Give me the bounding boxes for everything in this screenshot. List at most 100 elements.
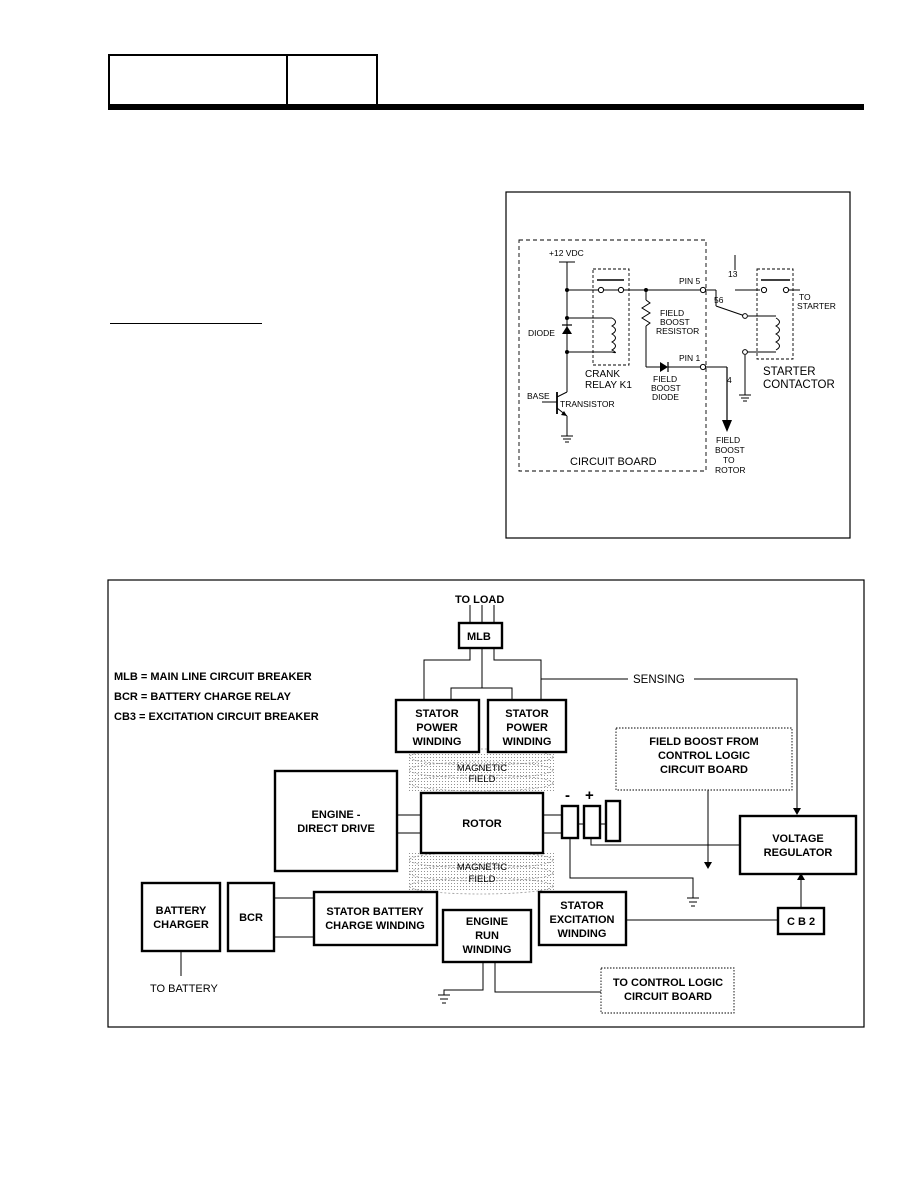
svg-text:BOOST: BOOST xyxy=(715,445,745,455)
svg-text:BOOST: BOOST xyxy=(660,317,690,327)
engine-direct-drive-block xyxy=(273,769,399,873)
svg-text:POWER: POWER xyxy=(506,722,548,734)
svg-text:BCR: BCR xyxy=(239,912,263,924)
svg-text:FIELD: FIELD xyxy=(660,308,684,318)
engine-run-winding-block xyxy=(441,908,533,964)
svg-text:MAGNETIC: MAGNETIC xyxy=(457,862,507,873)
svg-text:TO CONTROL LOGIC: TO CONTROL LOGIC xyxy=(613,977,723,989)
battery-charger-block xyxy=(140,881,222,953)
label-mlb: MLB xyxy=(467,631,491,643)
svg-text:ENGINE -: ENGINE - xyxy=(312,809,361,821)
boost-resistor xyxy=(641,299,651,327)
svg-text:STARTER: STARTER xyxy=(797,301,836,311)
svg-text:WINDING: WINDING xyxy=(503,736,552,748)
magnetic-field-upper xyxy=(409,752,554,792)
section-underline xyxy=(110,323,262,324)
label-12vdc: +12 VDC xyxy=(549,248,584,258)
svg-text:RESISTOR: RESISTOR xyxy=(656,326,699,336)
svg-text:TO: TO xyxy=(723,455,735,465)
block-frame xyxy=(107,579,865,1028)
stator-power-winding-left xyxy=(394,698,481,754)
to-control-logic-box xyxy=(600,967,735,1014)
svg-text:BOOST: BOOST xyxy=(651,383,681,393)
svg-text:STATOR: STATOR xyxy=(505,708,548,720)
svg-text:C B 2: C B 2 xyxy=(787,916,815,928)
svg-text:WINDING: WINDING xyxy=(463,944,512,956)
magnetic-field-lower xyxy=(409,852,554,892)
label-to-battery: TO BATTERY xyxy=(150,983,219,995)
boost-diode xyxy=(660,362,668,372)
cb2-block xyxy=(776,906,826,936)
svg-text:WINDING: WINDING xyxy=(558,928,607,940)
svg-text:FIELD: FIELD xyxy=(653,374,677,384)
contactor-coil xyxy=(774,317,780,351)
svg-text:BATTERY: BATTERY xyxy=(156,905,207,917)
label-diode: DIODE xyxy=(528,328,555,338)
rotor-block xyxy=(419,791,545,855)
svg-text:STATOR: STATOR xyxy=(415,708,458,720)
svg-text:STATOR: STATOR xyxy=(560,900,603,912)
circuit-board-box xyxy=(518,239,707,472)
svg-text:TO: TO xyxy=(799,292,811,302)
svg-text:FIELD: FIELD xyxy=(469,874,496,885)
slip-ring-3 xyxy=(604,799,622,843)
relay-k1-box xyxy=(592,268,630,366)
circuit-frame xyxy=(505,191,851,539)
svg-text:WINDING: WINDING xyxy=(413,736,462,748)
label-circuit-board: CIRCUIT BOARD xyxy=(570,456,657,468)
legend-cb3: CB3 = EXCITATION CIRCUIT BREAKER xyxy=(114,711,319,723)
header-box-right xyxy=(288,54,378,106)
svg-text:EXCITATION: EXCITATION xyxy=(550,914,615,926)
legend-mlb: MLB = MAIN LINE CIRCUIT BREAKER xyxy=(114,671,312,683)
svg-text:RUN: RUN xyxy=(475,930,499,942)
svg-text:ENGINE: ENGINE xyxy=(466,916,508,928)
svg-text:CONTROL LOGIC: CONTROL LOGIC xyxy=(658,750,750,762)
label-crank: CRANK xyxy=(585,369,620,380)
svg-text:CIRCUIT BOARD: CIRCUIT BOARD xyxy=(624,991,712,1003)
svg-text:ROTOR: ROTOR xyxy=(715,465,746,475)
label-4: 4 xyxy=(727,375,732,385)
label-pin5: PIN 5 xyxy=(679,276,701,286)
stator-power-winding-right xyxy=(486,698,568,754)
header-box-left xyxy=(108,54,288,106)
svg-text:CONTACTOR: CONTACTOR xyxy=(763,379,835,391)
label-sensing: SENSING xyxy=(633,674,685,686)
stator-battery-charge-winding-block xyxy=(312,890,439,947)
svg-text:CHARGE WINDING: CHARGE WINDING xyxy=(325,920,425,932)
svg-text:POWER: POWER xyxy=(416,722,458,734)
field-boost-arrow xyxy=(722,420,732,432)
label-56: 56 xyxy=(714,295,724,305)
svg-text:FIELD BOOST FROM: FIELD BOOST FROM xyxy=(649,736,758,748)
bcr-block xyxy=(226,881,276,953)
slip-ring-2 xyxy=(582,804,602,840)
starter-contactor-box xyxy=(756,268,794,360)
generator-block-diagram: TO LOAD MLB MLB = MAIN LINE CIRCUIT BREA… xyxy=(107,579,865,1028)
stator-excitation-winding-block xyxy=(537,890,628,947)
field-boost-source-box xyxy=(615,727,793,791)
label-transistor: TRANSISTOR xyxy=(560,399,615,409)
svg-text:CHARGER: CHARGER xyxy=(153,919,209,931)
svg-text:REGULATOR: REGULATOR xyxy=(764,847,833,859)
svg-text:FIELD: FIELD xyxy=(469,774,496,785)
label-pin1: PIN 1 xyxy=(679,353,701,363)
svg-text:VOLTAGE: VOLTAGE xyxy=(772,833,824,845)
label-base: BASE xyxy=(527,391,550,401)
label-13: 13 xyxy=(728,269,738,279)
svg-text:DIRECT DRIVE: DIRECT DRIVE xyxy=(297,823,375,835)
slip-ring-1 xyxy=(560,804,580,840)
svg-text:STARTER: STARTER xyxy=(763,366,816,378)
svg-text:FIELD: FIELD xyxy=(716,435,740,445)
svg-text:STATOR BATTERY: STATOR BATTERY xyxy=(326,906,424,918)
voltage-regulator-block xyxy=(738,814,858,876)
legend-bcr: BCR = BATTERY CHARGE RELAY xyxy=(114,691,292,703)
crank-circuit-diagram: +12 VDC DIODE BASE TRANSISTOR CRANK RELA… xyxy=(505,191,851,539)
svg-text:ROTOR: ROTOR xyxy=(462,818,502,830)
header-rule xyxy=(108,104,864,110)
label-to-load: TO LOAD xyxy=(455,594,504,606)
label-plus: + xyxy=(585,787,594,804)
label-relay-k1: RELAY K1 xyxy=(585,380,632,391)
relay-coil xyxy=(610,317,616,354)
svg-text:CIRCUIT BOARD: CIRCUIT BOARD xyxy=(660,764,748,776)
svg-text:DIODE: DIODE xyxy=(652,392,679,402)
label-minus: - xyxy=(565,787,570,804)
